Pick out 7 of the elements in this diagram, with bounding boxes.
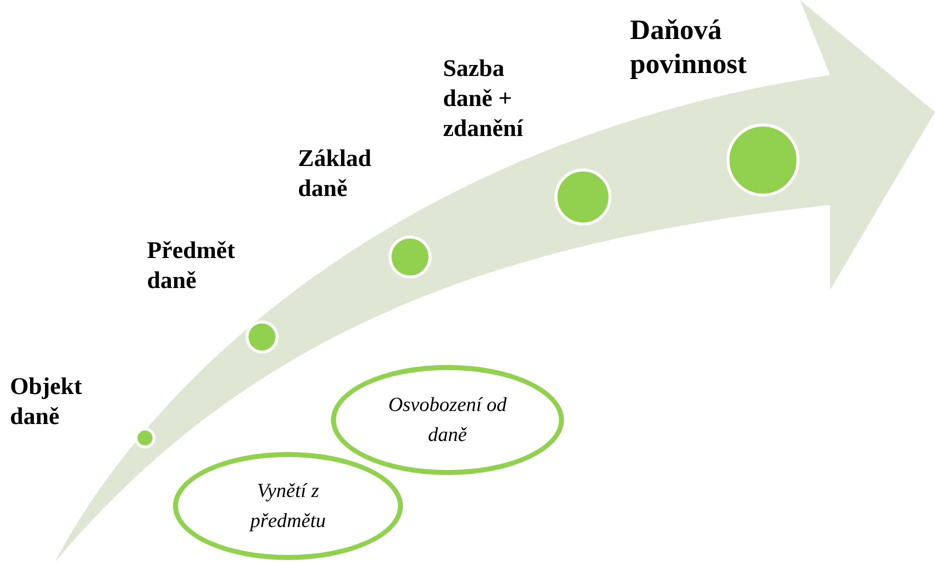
stage-label: Předmět daně bbox=[147, 237, 236, 296]
exemption-text: Osvobození od daně bbox=[387, 393, 508, 448]
stage-label: Základ daně bbox=[298, 145, 372, 204]
stage-label: Sazba daně + zdanění bbox=[443, 55, 524, 144]
stage-label: Objekt daně bbox=[10, 373, 83, 432]
exemption-text: Vynětí z předmětu bbox=[248, 479, 327, 534]
stage-label: Daňová povinnost bbox=[630, 14, 748, 82]
